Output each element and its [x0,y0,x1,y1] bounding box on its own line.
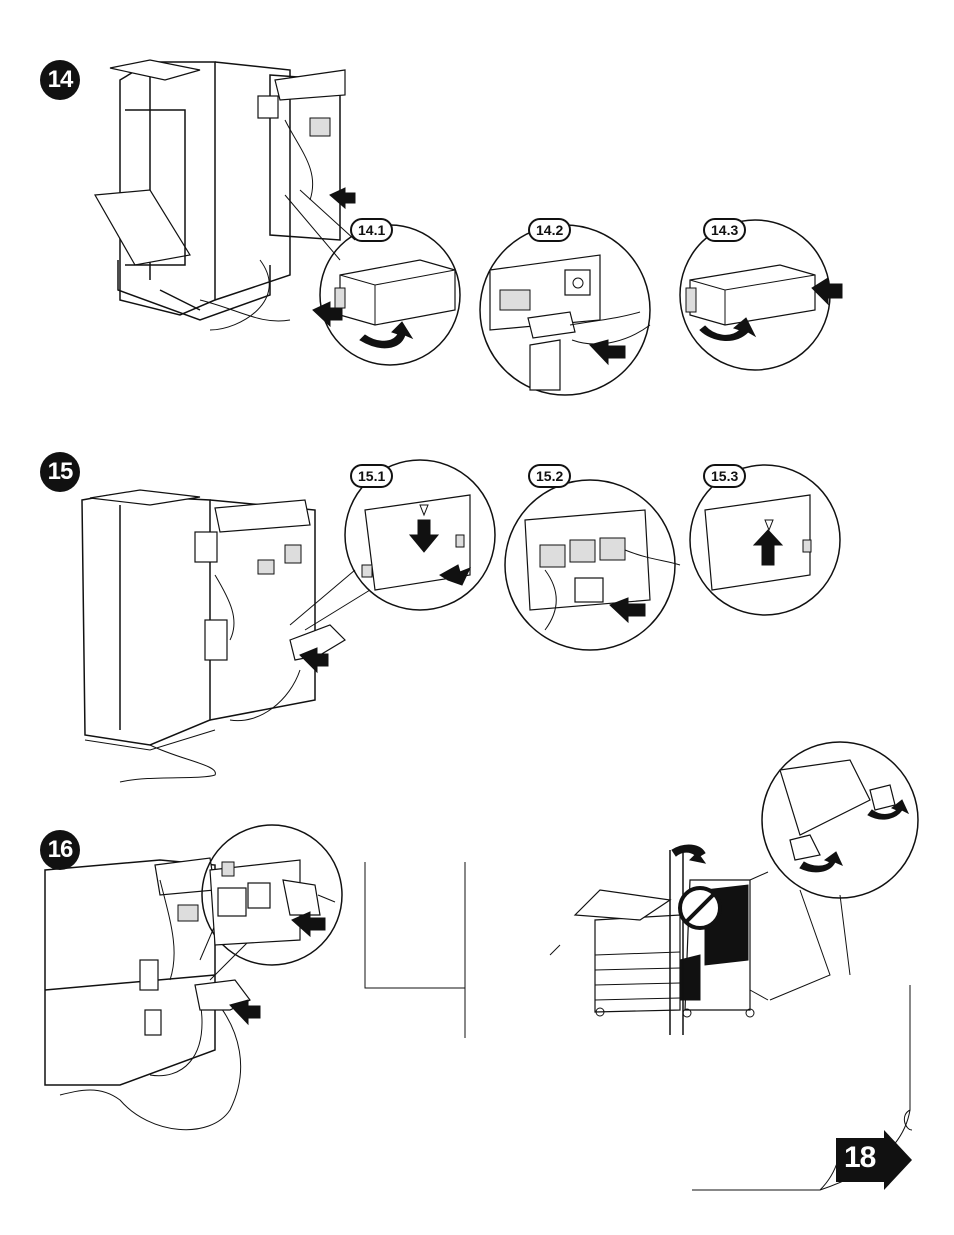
detail-14-3-illustration [680,220,842,370]
detail-14-2-illustration [480,225,650,395]
detail-14-2-label: 14.2 [528,218,571,242]
step14-printer-illustration [95,60,355,330]
step15-printer-illustration [82,490,370,782]
handle-detail-illustration [762,742,918,1000]
step-15-badge: 15 [40,452,80,492]
side-view-printer-illustration [550,845,768,1035]
detail-15-2-label: 15.2 [528,464,571,488]
step-14-badge: 14 [40,60,80,100]
detail-15-1-label: 15.1 [350,464,393,488]
step-16-badge: 16 [40,830,80,870]
detail-14-1-illustration [313,225,460,365]
detail-14-3-label: 14.3 [703,218,746,242]
detail-14-1-label: 14.1 [350,218,393,242]
bracket-lines [365,862,465,1038]
detail-16-illustration [202,825,342,965]
detail-15-3-label: 15.3 [703,464,746,488]
next-page-number: 18 [844,1141,875,1175]
prohibited-icon [680,888,720,928]
detail-15-2-illustration [505,480,680,650]
next-page-arrow[interactable]: 18 [836,1130,912,1190]
